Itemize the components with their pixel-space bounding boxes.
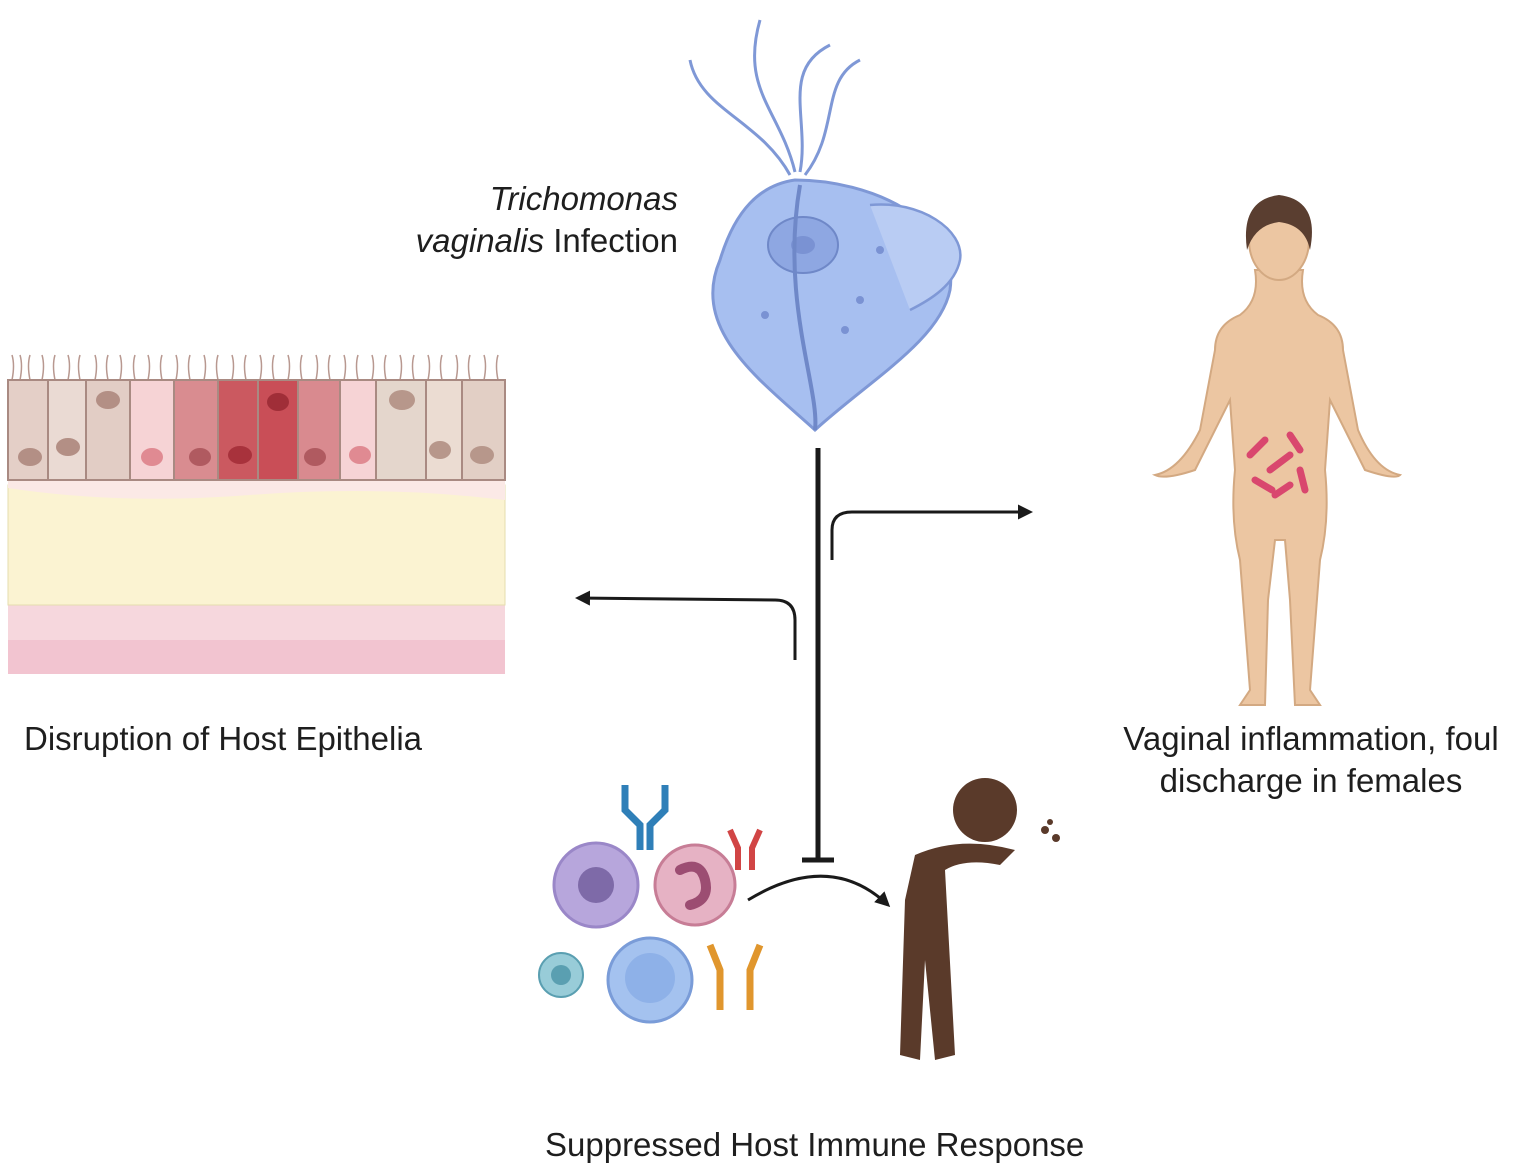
inhibition-line [802, 448, 834, 863]
immune-response-label: Suppressed Host Immune Response [545, 1126, 1085, 1163]
epithelial-tissue-icon [7, 354, 506, 674]
female-body-icon [1151, 199, 1403, 706]
arrow-to-vaginal-inflammation [830, 504, 1033, 560]
vaginal-label-line2: discharge in females [1159, 762, 1463, 800]
organism-label: Trichomonas vaginalis Infection [378, 178, 678, 262]
sneezing-person-icon [900, 778, 1060, 1060]
hair-icon [1245, 195, 1312, 250]
vaginal-inflammation-label: Vaginal inflammation, foul discharge in … [1090, 718, 1532, 802]
vaginal-label-line1: Vaginal inflammation, foul [1123, 720, 1499, 757]
inflammation-bacteria-icon [1246, 431, 1309, 499]
organism-name-line2: vaginalis [415, 222, 545, 260]
epithelia-label: Disruption of Host Epithelia [24, 720, 423, 757]
arrow-to-epithelia [575, 590, 797, 660]
organism-name-line1: Trichomonas [489, 180, 678, 217]
arrow-to-sick-person [747, 874, 891, 908]
immune-cells-antibodies-icon [538, 785, 764, 1024]
trichomonas-parasite-icon [688, 19, 962, 433]
organism-suffix: Infection [544, 222, 678, 260]
